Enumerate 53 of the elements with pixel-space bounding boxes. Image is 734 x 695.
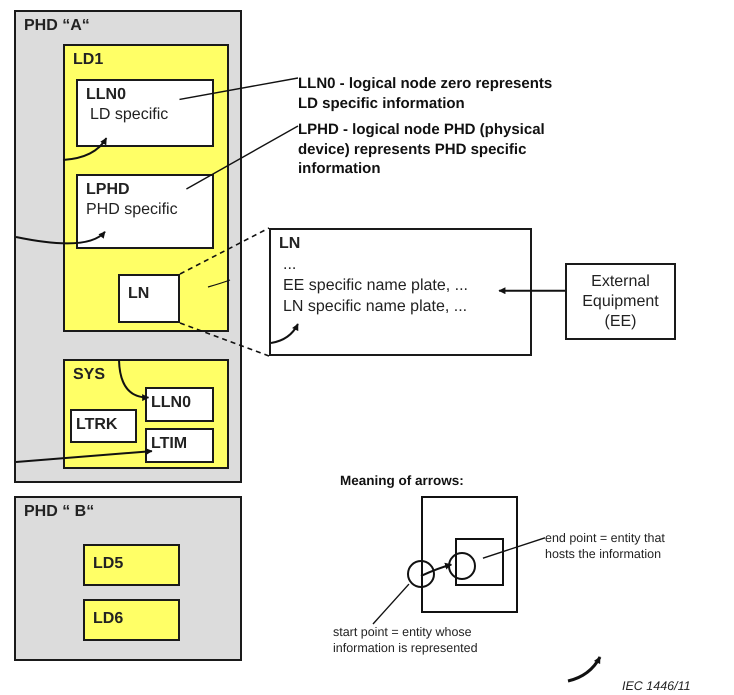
node-title: PHD “ B“ [24, 502, 96, 522]
callout-text: LPHD - logical node PHD (physical device) represents PHD specific information [298, 120, 562, 180]
node-title: LD6 [93, 609, 124, 629]
arrow [270, 323, 299, 344]
logical-node-box [118, 274, 180, 323]
arrow [16, 448, 153, 463]
node-title: LPHD [86, 180, 131, 200]
outer-entity-box [421, 496, 518, 613]
logical-device-box [63, 359, 229, 469]
leader-line [482, 537, 546, 559]
node-title: SYS [73, 365, 106, 385]
arrow [118, 360, 150, 401]
leader-line [372, 584, 410, 624]
logical-node-box [76, 79, 214, 147]
node-text: LD specific [89, 105, 170, 125]
node-title: LN [128, 284, 150, 304]
equipment-box [565, 263, 676, 340]
device-panel [14, 10, 242, 483]
logical-node-box [145, 387, 214, 422]
device-panel [14, 496, 242, 661]
inner-entity-box [455, 538, 504, 586]
logical-node-detail-box [269, 228, 532, 356]
arrow [498, 287, 565, 294]
logical-node-box [145, 428, 214, 463]
logical-node-box [76, 174, 214, 249]
figure-reference: IEC 1446/11 [622, 678, 691, 695]
arrow [420, 562, 452, 577]
node-text: ... [282, 255, 298, 275]
node-title: LN [279, 234, 302, 254]
node-title: LLN0 [86, 85, 127, 105]
node-title: LLN0 [151, 393, 192, 413]
node-title: LTRK [76, 415, 118, 435]
node-title: LD5 [93, 554, 124, 574]
arrow [62, 138, 108, 161]
node-text: LN specific name plate, ... [282, 297, 468, 317]
dashed-line [180, 322, 270, 357]
arrow [16, 231, 106, 244]
node-text: EE specific name plate, ... [282, 276, 469, 296]
logical-device-box [83, 599, 180, 641]
leader-line [186, 125, 298, 190]
logical-device-box [83, 544, 180, 586]
logical-device-box [63, 44, 229, 332]
dashed-line [180, 227, 270, 275]
annotation-text: start point = entity whose information is represented [333, 624, 533, 660]
node-title: External Equipment (EE) [581, 272, 660, 332]
annotation-text: end point = entity that hosts the information [545, 530, 675, 582]
logical-node-box [70, 409, 137, 443]
callout-text: LLN0 - logical node zero represents LD specific information [298, 74, 562, 114]
legend-heading: Meaning of arrows: [340, 474, 464, 488]
node-title: LD1 [73, 50, 104, 70]
node-text: PHD specific [86, 200, 179, 220]
node-title: PHD “A“ [24, 16, 91, 36]
node-title: LTIM [151, 434, 188, 454]
